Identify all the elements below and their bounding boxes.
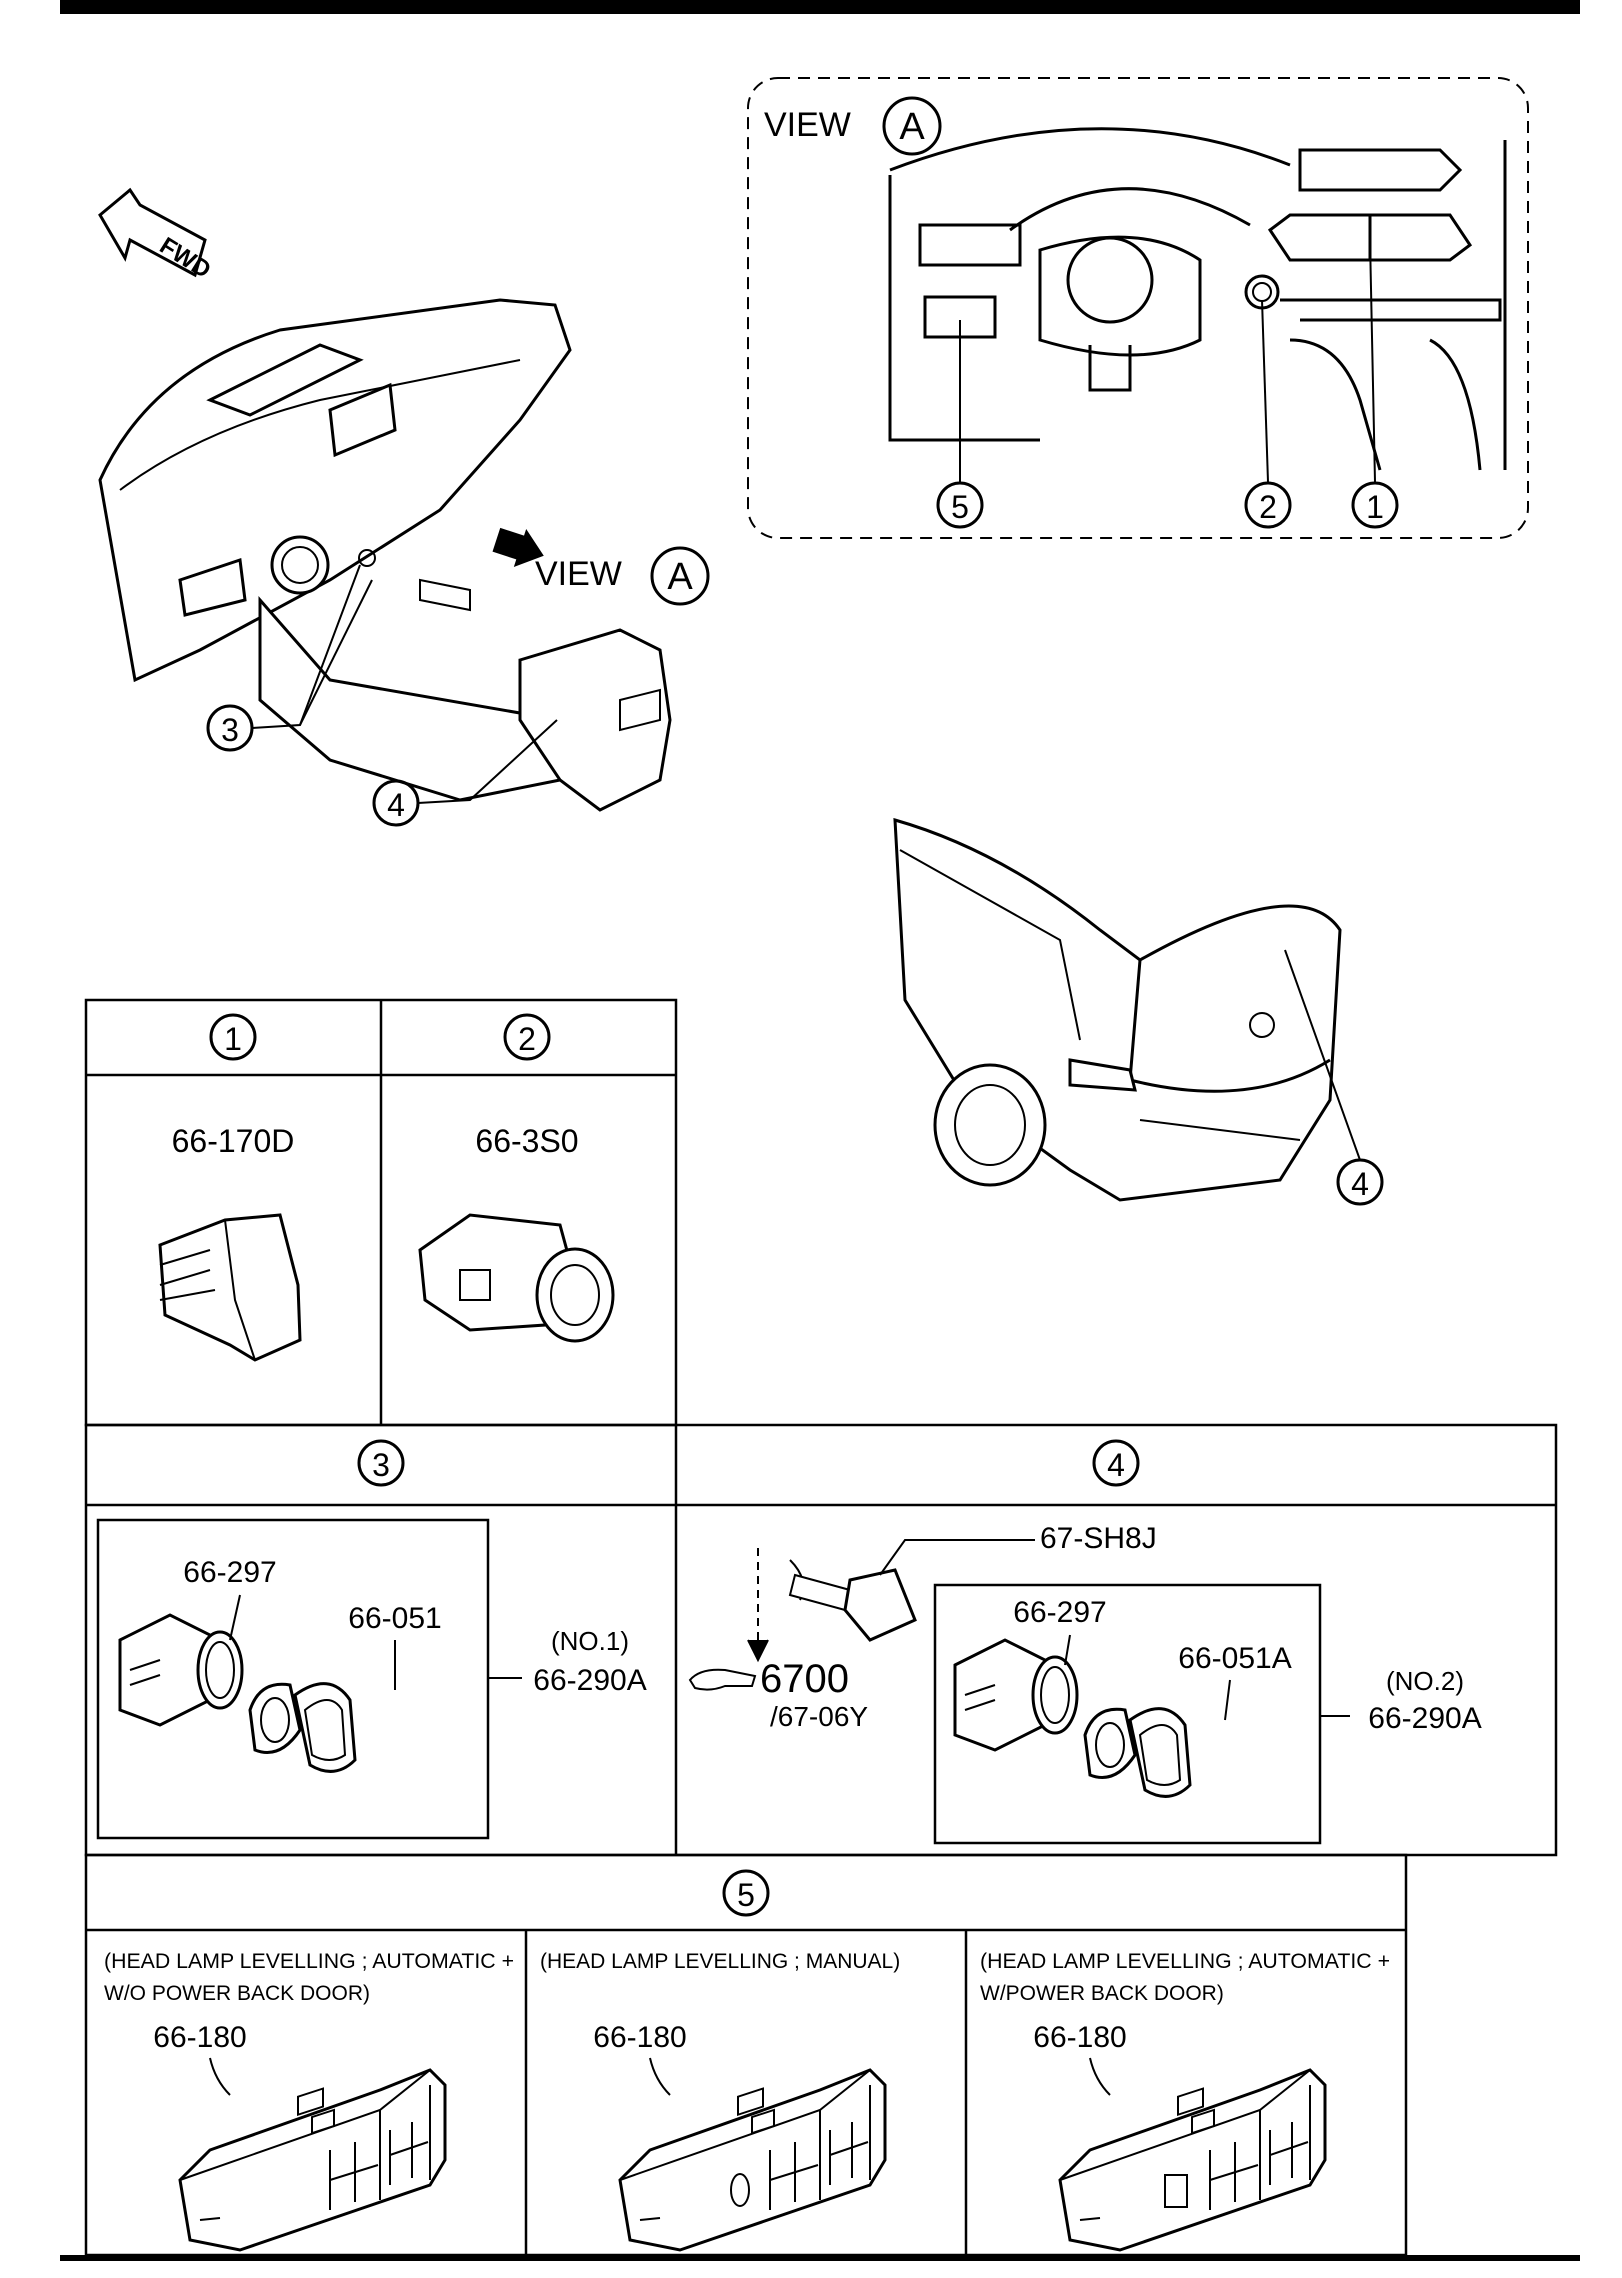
dashboard-overview: FWD VIEW A 3 4: [98, 187, 710, 827]
lighter-socket-1-icon: [118, 1613, 357, 1773]
part-66-180-b: 66-180: [593, 2021, 686, 2054]
cond-auto-w-pbd-1: (HEAD LAMP LEVELLING ; AUTOMATIC +: [980, 1950, 1390, 1973]
panel-5: 5 (HEAD LAMP LEVELLING ; AUTOMATIC + W/O…: [104, 1869, 1390, 2252]
cond-auto-wo-pbd-1: (HEAD LAMP LEVELLING ; AUTOMATIC +: [104, 1950, 514, 1973]
dash-view-letter: A: [667, 556, 693, 598]
panel-2: 2 66-3S0: [418, 1013, 615, 1343]
part-66-3s0: 66-3S0: [475, 1123, 578, 1159]
switch-panel-b-icon: [618, 2068, 887, 2252]
part-67-sh8j: 67-SH8J: [1040, 1522, 1157, 1555]
assy-note-no1: (NO.1): [551, 1626, 629, 1656]
view-a-callout-5: 5: [951, 489, 969, 525]
part-66-051: 66-051: [348, 1602, 441, 1635]
part-66-170d: 66-170D: [172, 1123, 295, 1159]
dash-view-label: VIEW: [535, 555, 622, 593]
parts-grid: [84, 998, 1558, 2257]
part-66-297-b: 66-297: [1013, 1596, 1106, 1629]
view-a-circle: [882, 96, 942, 156]
connector-icon: [747, 1539, 1035, 1663]
panel-1-number: 1: [224, 1021, 242, 1057]
pointing-hand-icon: [688, 1668, 757, 1691]
level-dial-icon: [730, 2173, 750, 2207]
ref-67-06y: /67-06Y: [770, 1701, 868, 1732]
panel-4: 4 67-SH8J 6700 /67-06Y 66-297 66-051A (N…: [688, 1439, 1482, 1845]
view-a-callout-2: 2: [1259, 489, 1277, 525]
part-66-290a-no1: 66-290A: [533, 1664, 646, 1697]
lighter-socket-2-icon: [953, 1638, 1192, 1798]
dash-callout-4: 4: [387, 787, 405, 823]
view-a-callout-1: 1: [1366, 489, 1384, 525]
panel-1: 1 66-170D: [158, 1013, 302, 1362]
bottom-border: [60, 2255, 1580, 2261]
panel-5-number: 5: [737, 1877, 755, 1913]
panel-2-number: 2: [518, 1021, 536, 1057]
panel-3-number: 3: [372, 1447, 390, 1483]
socket-icon: [418, 1213, 615, 1343]
view-a-letter: A: [899, 106, 925, 148]
cond-auto-w-pbd-2: W/POWER BACK DOOR): [980, 1982, 1224, 2005]
rear-car-view: 4: [893, 817, 1384, 1206]
dash-callout-3: 3: [221, 712, 239, 748]
ref-6700: 6700: [760, 1657, 849, 1701]
part-66-290a-no2: 66-290A: [1368, 1702, 1481, 1735]
panel-4-number: 4: [1107, 1447, 1125, 1483]
switch-panel-a-icon: [178, 2068, 447, 2252]
top-border: [60, 0, 1580, 14]
switch-panel-c-icon: [1058, 2068, 1327, 2252]
view-a-label: VIEW: [764, 106, 851, 144]
power-back-door-button-icon: [1164, 2174, 1188, 2208]
part-66-051a: 66-051A: [1178, 1642, 1291, 1675]
fwd-arrow-icon: FWD: [98, 187, 215, 284]
cond-auto-wo-pbd-2: W/O POWER BACK DOOR): [104, 1982, 370, 2005]
switch-1-icon: [158, 1213, 302, 1362]
assy-note-no2: (NO.2): [1386, 1666, 1464, 1696]
part-66-180-a: 66-180: [153, 2021, 246, 2054]
cond-manual: (HEAD LAMP LEVELLING ; MANUAL): [540, 1950, 900, 1973]
part-66-297-a: 66-297: [183, 1556, 276, 1589]
car-callout-4: 4: [1351, 1166, 1369, 1202]
part-66-180-c: 66-180: [1033, 2021, 1126, 2054]
view-a-inset: VIEW A 5 2 1: [747, 77, 1529, 539]
panel-3: 3 66-297 66-051 (NO.1) 66-290A: [96, 1439, 647, 1840]
